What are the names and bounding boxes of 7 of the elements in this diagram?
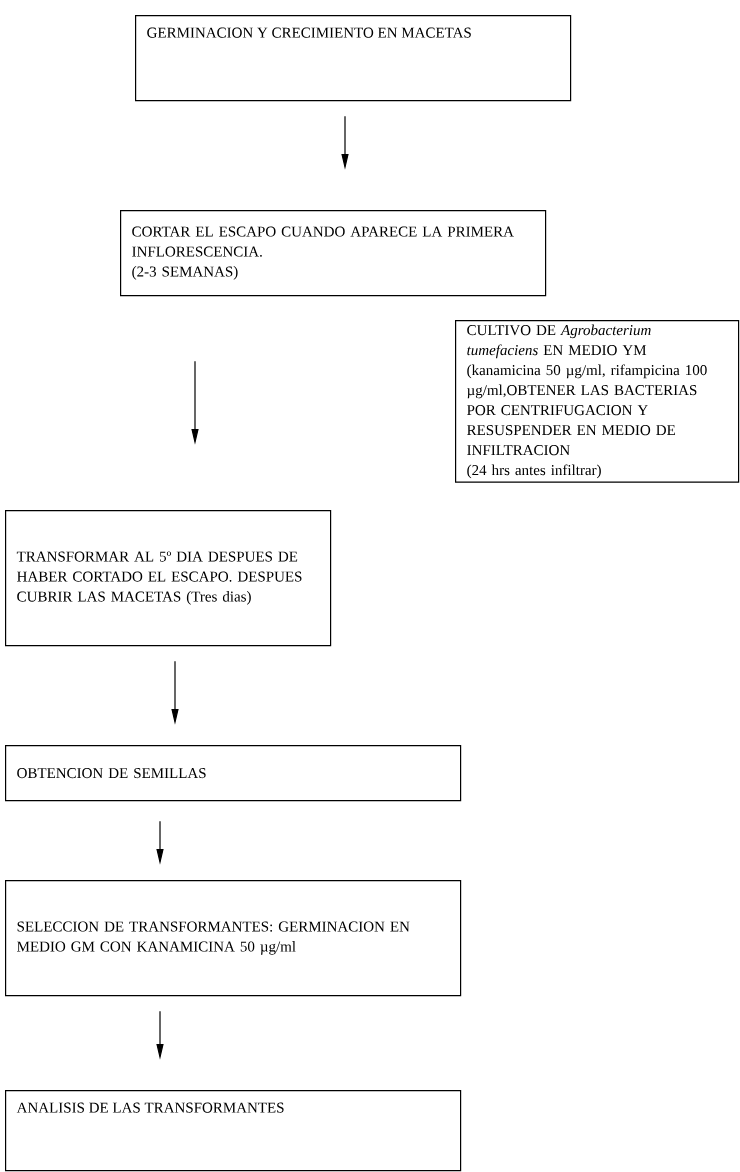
process-box: GERMINACION Y CRECIMIENTO EN MACETAS xyxy=(135,15,572,102)
process-box: ANALISIS DE LAS TRANSFORMANTES xyxy=(5,1090,462,1172)
process-box: SELECCION DE TRANSFORMANTES: GERMINACION EN MEDIO GM CON KANAMICINA 50 µg/ml xyxy=(5,880,462,997)
process-box: TRANSFORMAR AL 5º DIA DESPUES DE HABER CORTADO EL ESCAPO. DESPUES CUBRIR LAS MACETAS (Tres dias) xyxy=(5,510,332,647)
process-box: CULTIVO DE Agrobacterium tumefaciens EN MEDIO YM (kanamicina 50 µg/ml, rifampicina 100 µg/ml,OBTENER LAS BACTERIAS POR CENTRIFUGACION Y RESUSPENDER EN MEDIO DE INFILTRACION (24 hrs antes infiltrar) xyxy=(455,320,740,483)
process-box: OBTENCION DE SEMILLAS xyxy=(5,745,462,802)
process-box: CORTAR EL ESCAPO CUANDO APARECE LA PRIMERA INFLORESCENCIA. (2-3 SEMANAS) xyxy=(120,210,547,297)
